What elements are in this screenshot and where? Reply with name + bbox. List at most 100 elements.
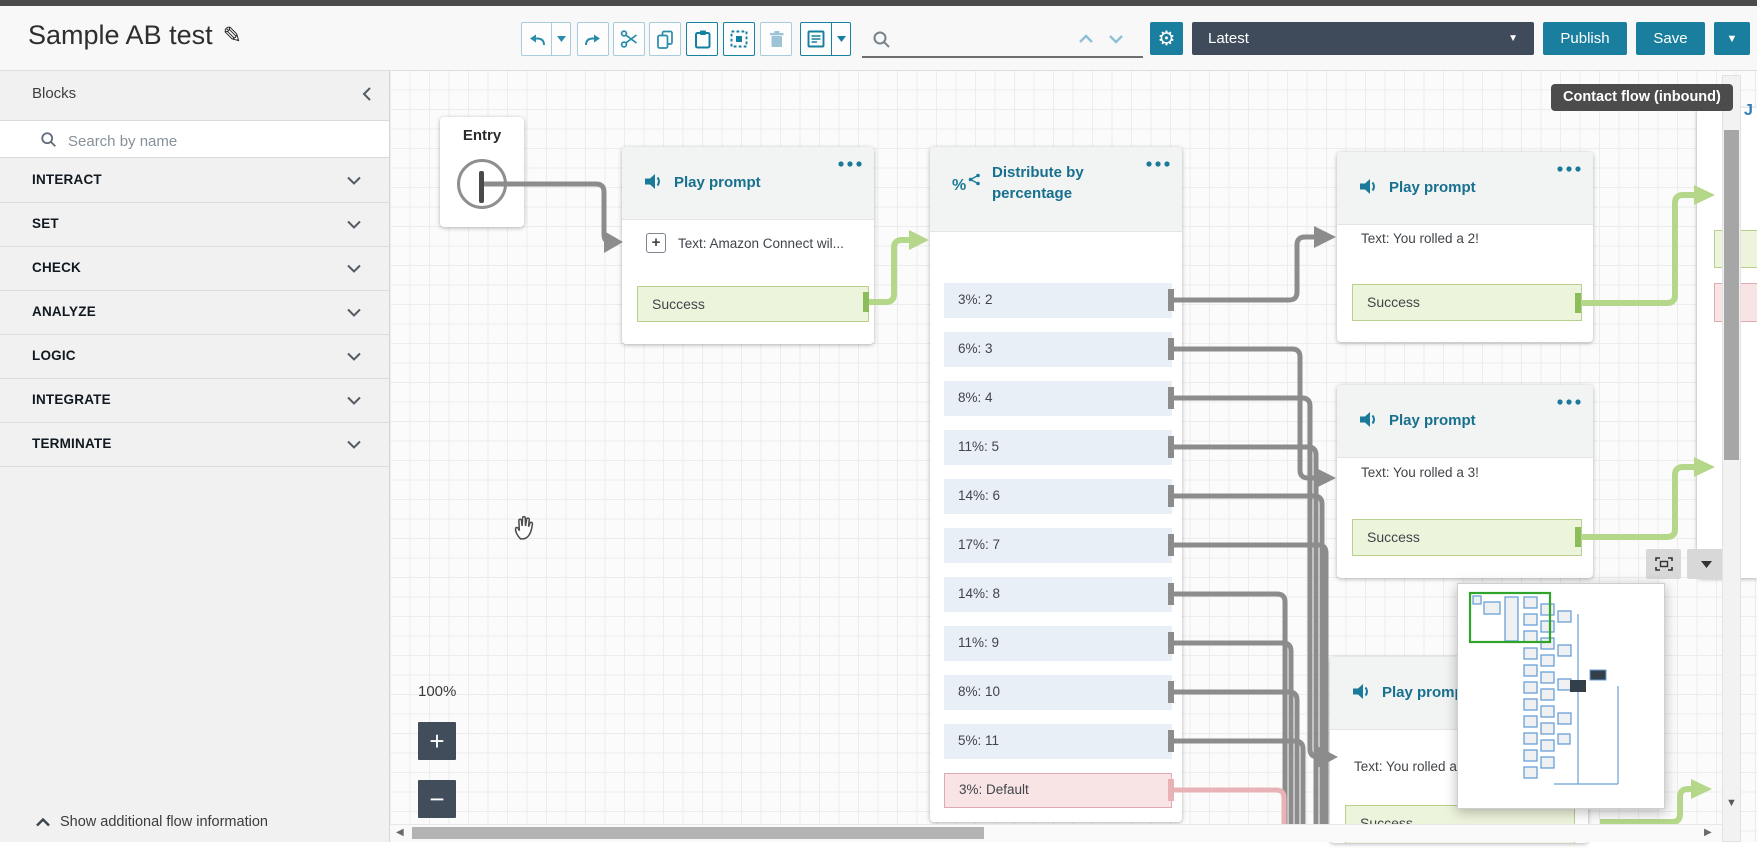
node-title: Play prompt bbox=[1389, 412, 1476, 429]
chevron-down-icon bbox=[347, 176, 361, 185]
node-menu-icon[interactable] bbox=[1557, 166, 1581, 172]
search-icon bbox=[873, 31, 890, 48]
save-menu-button[interactable]: ▼ bbox=[1714, 22, 1750, 55]
settings-button[interactable]: ⚙ bbox=[1150, 22, 1183, 55]
speaker-icon bbox=[645, 174, 660, 189]
percentage-branch[interactable]: 6%: 3 bbox=[944, 332, 1172, 367]
version-dropdown[interactable]: Latest ▼ bbox=[1192, 22, 1534, 55]
percentage-branch[interactable]: 8%: 10 bbox=[944, 675, 1172, 710]
scroll-down-arrow-icon[interactable]: ▼ bbox=[1726, 797, 1737, 809]
save-button[interactable]: Save bbox=[1636, 22, 1705, 55]
delete-button[interactable] bbox=[760, 22, 792, 56]
chevron-down-icon: ▼ bbox=[1508, 33, 1518, 44]
blocks-sidebar: Blocks INTERACT SET CHECK ANALYZE LOGIC … bbox=[0, 70, 390, 842]
top-toolbar: Sample AB test ✎ bbox=[0, 6, 1757, 71]
node-menu-icon[interactable] bbox=[838, 161, 862, 167]
minimap-menu-button[interactable] bbox=[1687, 549, 1725, 579]
sidebar-category-terminate[interactable]: TERMINATE bbox=[0, 422, 389, 467]
search-input[interactable] bbox=[898, 26, 1070, 56]
success-branch[interactable]: Success bbox=[1352, 519, 1582, 556]
block-search-input[interactable] bbox=[66, 128, 360, 154]
sidebar-category-integrate[interactable]: INTEGRATE bbox=[0, 378, 389, 423]
show-additional-info-link[interactable]: Show additional flow information bbox=[36, 814, 268, 830]
sidebar-category-analyze[interactable]: ANALYZE bbox=[0, 290, 389, 335]
undo-icon[interactable] bbox=[522, 23, 551, 55]
sidebar-category-check[interactable]: CHECK bbox=[0, 246, 389, 291]
blocks-header: Blocks bbox=[0, 70, 389, 120]
expand-prompt-icon[interactable]: + bbox=[646, 233, 666, 253]
annotation-caret-icon[interactable] bbox=[832, 23, 850, 55]
node-title: Play prompt bbox=[1382, 684, 1469, 701]
share-split-icon bbox=[968, 173, 980, 186]
percentage-branch[interactable]: 11%: 5 bbox=[944, 430, 1172, 465]
copy-button[interactable] bbox=[649, 22, 681, 56]
redo-icon bbox=[585, 34, 600, 46]
undo-button[interactable] bbox=[521, 22, 571, 56]
undo-history-caret-icon[interactable] bbox=[552, 23, 570, 55]
minimap[interactable] bbox=[1457, 583, 1665, 809]
horizontal-scrollbar-thumb[interactable] bbox=[412, 827, 984, 839]
percentage-branch[interactable]: 11%: 9 bbox=[944, 626, 1172, 661]
zoom-level: 100% bbox=[418, 683, 457, 700]
select-all-button[interactable] bbox=[723, 22, 755, 56]
vertical-scrollbar-thumb[interactable] bbox=[1724, 130, 1739, 460]
chevron-up-icon bbox=[36, 817, 50, 826]
scroll-right-arrow-icon[interactable]: ▶ bbox=[1704, 827, 1712, 838]
percentage-branch[interactable]: 17%: 7 bbox=[944, 528, 1172, 563]
prompt-text: Text: You rolled a 3! bbox=[1361, 465, 1479, 480]
percentage-icon: % bbox=[952, 177, 967, 194]
entry-node[interactable]: Entry bbox=[440, 117, 524, 227]
node-menu-icon[interactable] bbox=[1557, 399, 1581, 405]
scissors-icon bbox=[620, 30, 638, 48]
redo-button[interactable] bbox=[577, 22, 609, 56]
minimap-content bbox=[1468, 591, 1619, 785]
search-underline bbox=[862, 56, 1143, 58]
zoom-out-button[interactable]: − bbox=[418, 780, 456, 818]
success-branch[interactable]: Success bbox=[1352, 284, 1582, 321]
cut-button[interactable] bbox=[613, 22, 645, 56]
speaker-icon bbox=[1360, 412, 1375, 427]
minimap-viewport[interactable] bbox=[1468, 591, 1552, 644]
zoom-in-button[interactable]: + bbox=[418, 722, 456, 760]
copy-icon bbox=[657, 30, 673, 49]
chevron-down-icon bbox=[1700, 560, 1712, 568]
selection-icon bbox=[730, 30, 748, 48]
default-branch[interactable]: 3%: Default bbox=[944, 773, 1172, 808]
clipped-title-fragment: J bbox=[1744, 102, 1753, 119]
flow-title-text: Sample AB test bbox=[28, 20, 213, 50]
fit-to-view-button[interactable] bbox=[1646, 549, 1681, 579]
entry-connector bbox=[479, 171, 484, 203]
sidebar-category-interact[interactable]: INTERACT bbox=[0, 158, 389, 203]
scroll-left-arrow-icon[interactable]: ◀ bbox=[396, 827, 404, 838]
flow-title: Sample AB test ✎ bbox=[28, 20, 242, 51]
find-previous-icon[interactable] bbox=[1078, 34, 1094, 44]
chevron-down-icon bbox=[347, 220, 361, 229]
chevron-down-icon bbox=[347, 396, 361, 405]
play-prompt-2-node[interactable]: Play prompt Text: You rolled a 2! Succes… bbox=[1337, 152, 1593, 342]
find-next-icon[interactable] bbox=[1108, 34, 1124, 44]
speaker-icon bbox=[1360, 179, 1375, 194]
paste-button[interactable] bbox=[686, 22, 718, 56]
annotation-button[interactable] bbox=[800, 22, 851, 56]
fit-view-icon bbox=[1654, 557, 1673, 571]
percentage-branch[interactable]: 8%: 4 bbox=[944, 381, 1172, 416]
distribute-by-percentage-node[interactable]: % Distribute by percentage 3%: 2 6%: 3 8… bbox=[930, 147, 1182, 822]
node-menu-icon[interactable] bbox=[1146, 161, 1170, 167]
node-title: Play prompt bbox=[674, 174, 761, 191]
sidebar-category-logic[interactable]: LOGIC bbox=[0, 334, 389, 379]
play-prompt-1-node[interactable]: Play prompt + Text: Amazon Connect wil..… bbox=[622, 147, 874, 344]
percentage-branch[interactable]: 14%: 8 bbox=[944, 577, 1172, 612]
speaker-icon bbox=[1353, 684, 1368, 699]
percentage-branch[interactable]: 5%: 11 bbox=[944, 724, 1172, 759]
success-branch[interactable]: Success bbox=[637, 286, 869, 322]
edit-title-icon[interactable]: ✎ bbox=[222, 22, 242, 48]
collapse-sidebar-icon[interactable] bbox=[361, 86, 373, 102]
percentage-branch[interactable]: 14%: 6 bbox=[944, 479, 1172, 514]
percentage-branch[interactable]: 3%: 2 bbox=[944, 283, 1172, 318]
entry-label: Entry bbox=[462, 127, 502, 144]
notes-icon[interactable] bbox=[801, 23, 831, 55]
play-prompt-3-node[interactable]: Play prompt Text: You rolled a 3! Succes… bbox=[1337, 385, 1593, 578]
node-header: Play prompt bbox=[622, 147, 874, 220]
sidebar-category-set[interactable]: SET bbox=[0, 202, 389, 247]
publish-button[interactable]: Publish bbox=[1543, 22, 1627, 55]
